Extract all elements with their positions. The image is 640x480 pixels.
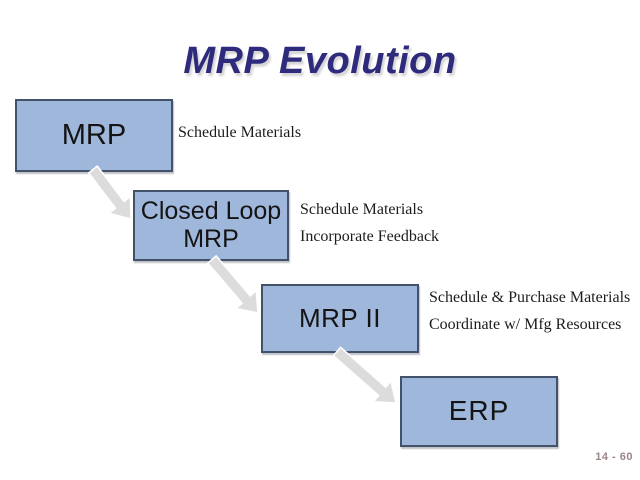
stage-box-mrp-ii: MRP II [261, 284, 419, 353]
stage-box-closed-loop-mrp: Closed Loop MRP [133, 190, 289, 261]
stage-description-mrp-ii: Schedule & Purchase Materials Coordinate… [429, 284, 630, 338]
arrow-down-right-icon [332, 346, 397, 404]
slide-title: MRP Evolution [183, 40, 457, 82]
stage-description-line: Schedule Materials [178, 124, 302, 141]
stage-description-mrp: Schedule Materials [178, 123, 301, 143]
stage-box-label: ERP [448, 395, 510, 427]
page-number: 14 - 60 [595, 451, 633, 463]
stage-box-label: Closed Loop MRP [140, 197, 282, 253]
stage-box-erp: ERP [400, 376, 558, 447]
arrow-down-right-icon [206, 254, 259, 314]
arrow-down-right-icon [87, 165, 132, 220]
stage-description-line: Incorporate Feedback [300, 228, 440, 245]
stage-description-line: Schedule Materials [300, 201, 424, 218]
stage-description-line: Schedule & Purchase Materials [429, 289, 631, 306]
stage-box-mrp: MRP [15, 99, 173, 172]
stage-description-closed-loop-mrp: Schedule Materials Incorporate Feedback [300, 196, 439, 250]
stage-box-label: MRP II [299, 303, 381, 334]
stage-description-line: Coordinate w/ Mfg Resources [429, 316, 622, 333]
stage-box-label: MRP [61, 118, 127, 151]
